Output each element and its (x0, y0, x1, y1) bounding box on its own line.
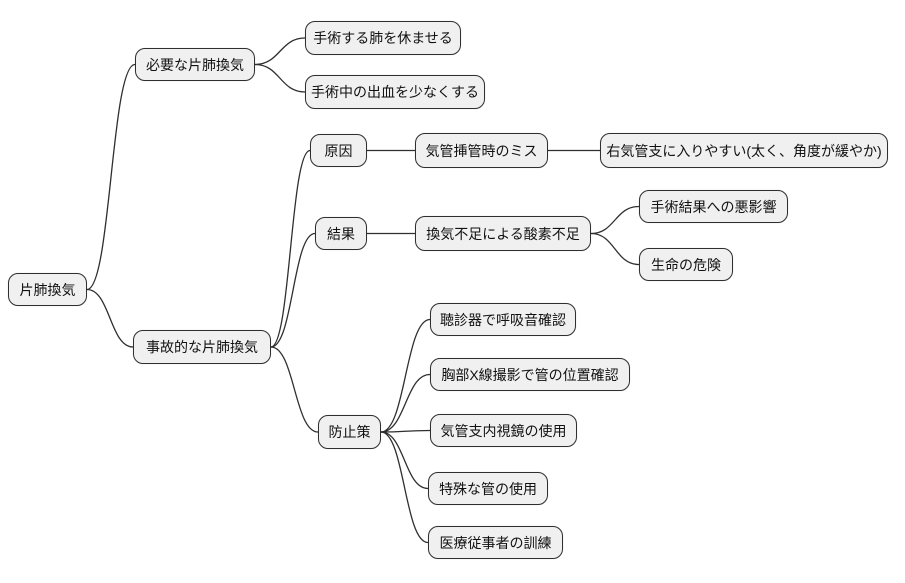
mindmap-node-life-danger: 生命の危険 (639, 248, 733, 281)
mindmap-node-special-tube: 特殊な管の使用 (428, 472, 548, 505)
edge-hypoxia-to-life-danger (590, 232, 640, 266)
mindmap-node-accidental: 事故的な片肺換気 (133, 330, 271, 364)
edge-accidental-to-cause (270, 149, 311, 348)
mindmap-node-rest-lung: 手術する肺を休ませる (305, 21, 461, 55)
edge-necessary-to-less-bleeding (254, 63, 306, 93)
edge-prevention-to-special-tube (380, 431, 429, 490)
edge-hypoxia-to-bad-outcome (590, 205, 640, 235)
mindmap-node-result: 結果 (315, 217, 367, 250)
mindmap-node-cause: 原因 (310, 134, 367, 167)
mindmap-node-bronchoscope: 気管支内視鏡の使用 (430, 414, 577, 447)
mindmap-node-necessary: 必要な片肺換気 (135, 48, 255, 81)
mindmap-node-intubation-miss: 気管挿管時のミス (415, 133, 548, 168)
mindmap-node-hypoxia: 換気不足による酸素不足 (415, 216, 591, 251)
mindmap-node-bad-outcome: 手術結果への悪影響 (639, 190, 788, 223)
edge-prevention-to-bronchoscope (380, 429, 431, 433)
edge-prevention-to-stethoscope (380, 318, 431, 433)
edge-prevention-to-training (380, 431, 429, 544)
edge-root-to-accidental (86, 288, 134, 348)
mindmap-node-xray: 胸部X線撮影で管の位置確認 (430, 358, 630, 391)
mindmap-node-less-bleeding: 手術中の出血を少なくする (305, 75, 485, 109)
mindmap-node-right-bronchus: 右気管支に入りやすい(太く、角度が緩やか) (600, 133, 888, 168)
mindmap-node-root: 片肺換気 (8, 273, 87, 306)
edge-root-to-necessary (86, 63, 136, 291)
edge-accidental-to-prevention (270, 346, 319, 433)
mindmap-node-stethoscope: 聴診器で呼吸音確認 (430, 303, 576, 336)
edge-necessary-to-rest-lung (254, 37, 306, 66)
mindmap-node-training: 医療従事者の訓練 (428, 526, 563, 559)
mindmap-node-prevention: 防止策 (318, 415, 381, 449)
edge-accidental-to-result (270, 232, 316, 348)
edge-prevention-to-xray (380, 373, 431, 433)
